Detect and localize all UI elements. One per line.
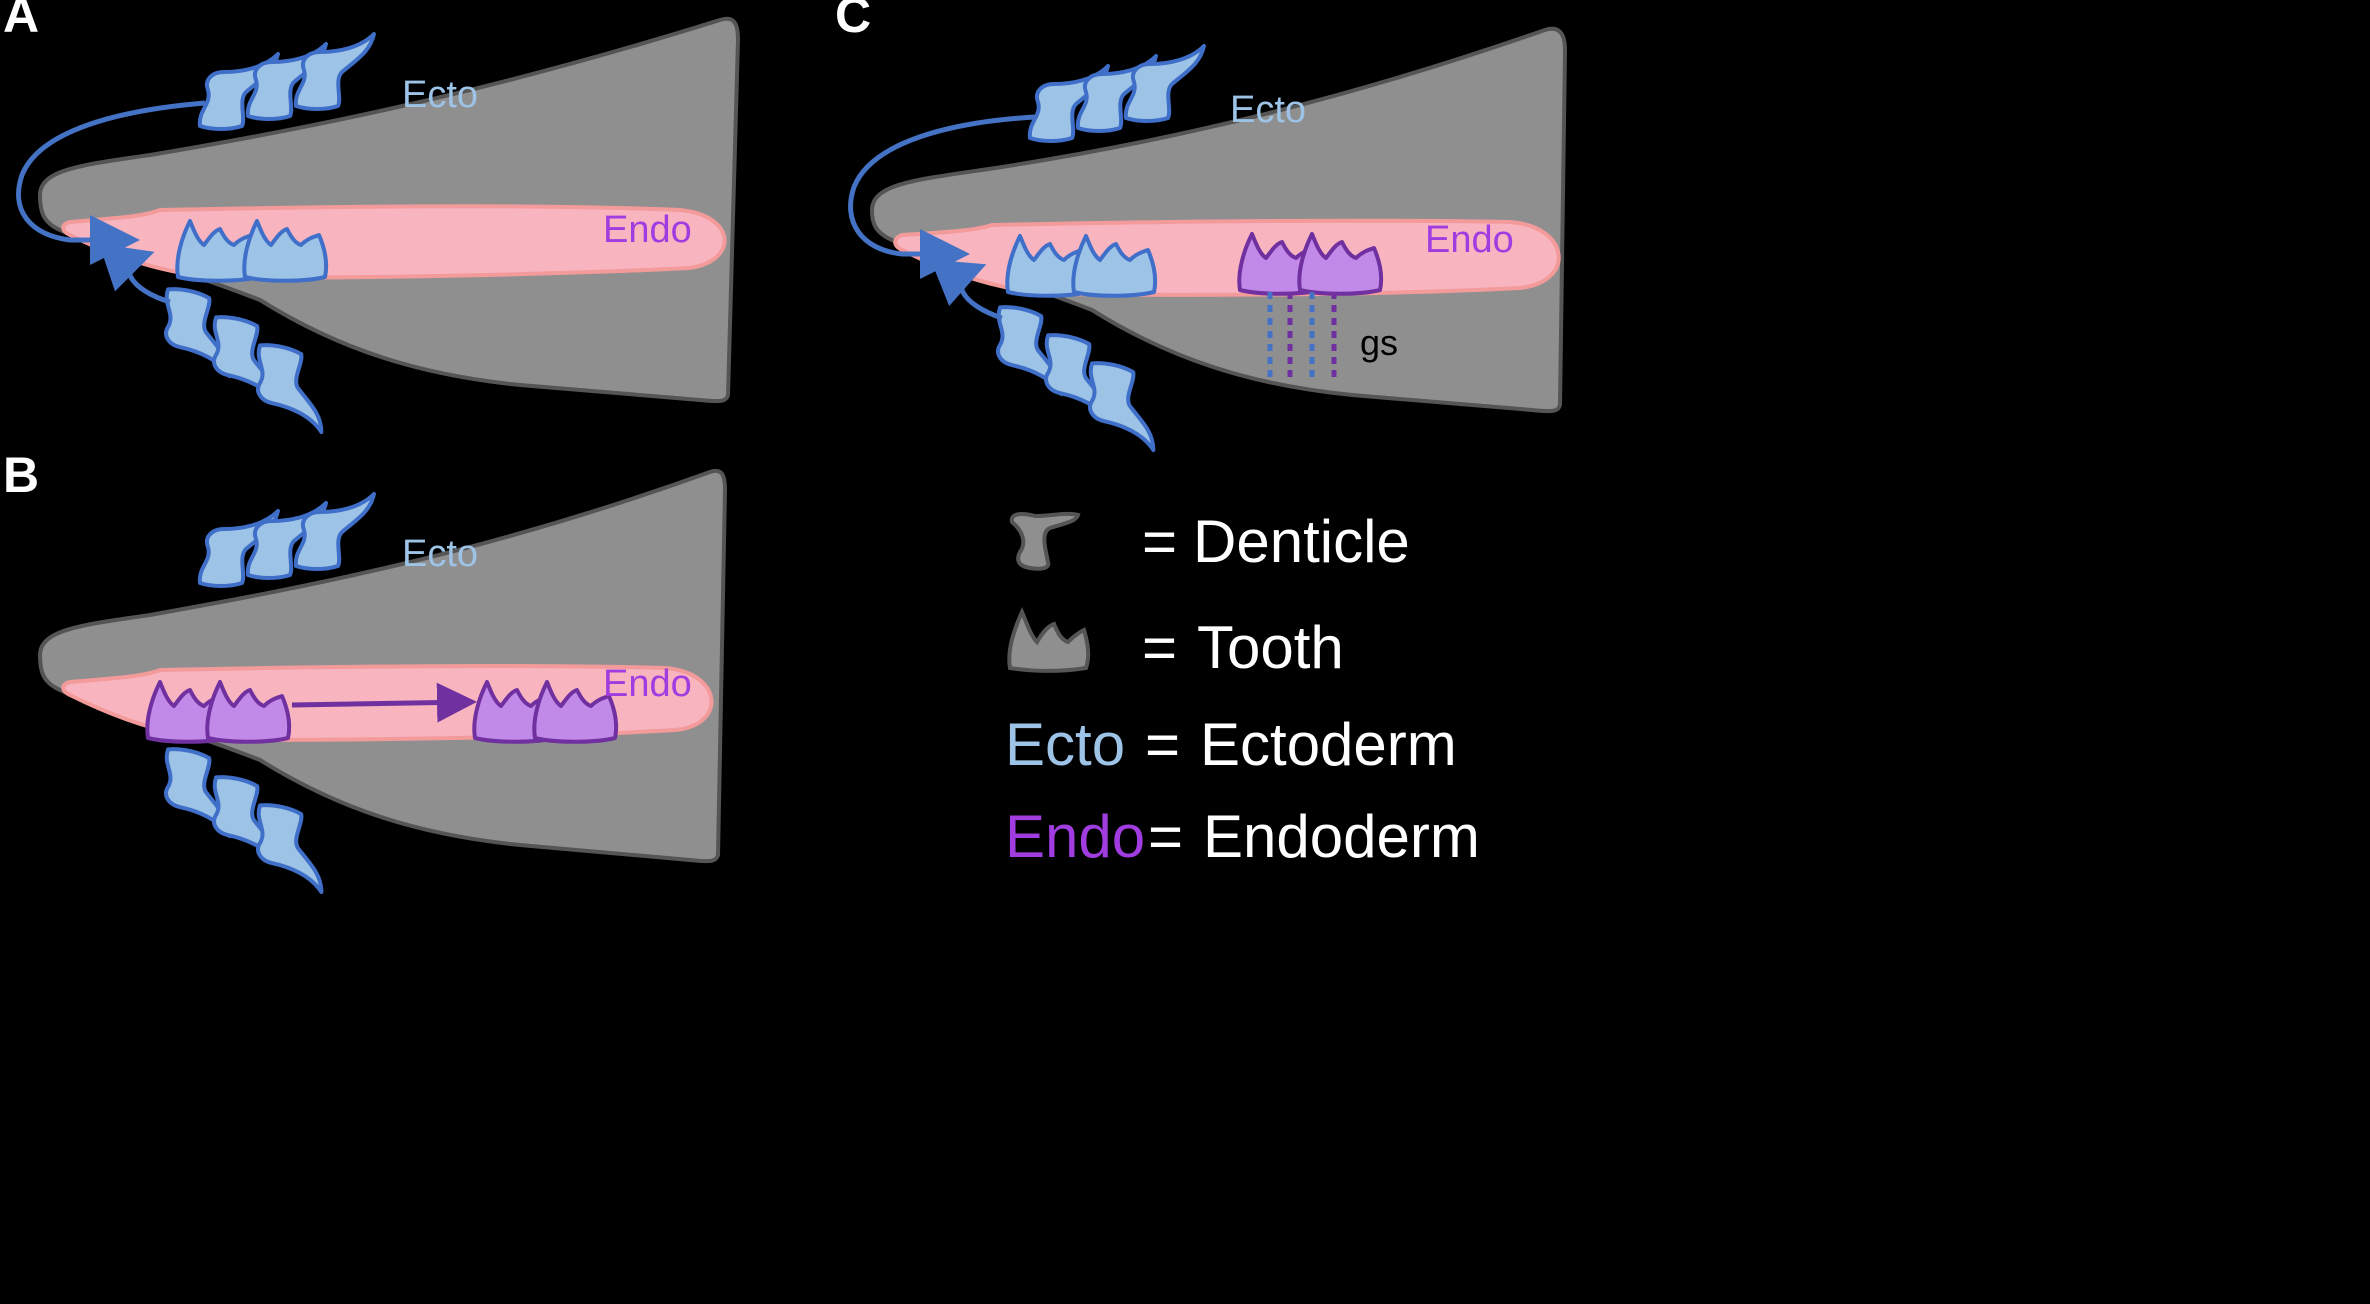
legend-tooth-text: Tooth — [1197, 614, 1344, 681]
legend-endo-text: Endoderm — [1203, 803, 1480, 870]
migration-arrow-b — [291, 682, 477, 723]
legend-ecto-row: Ecto = Ectoderm — [1005, 711, 1457, 778]
legend: = Denticle = Tooth Ecto = Ectoderm Endo … — [1005, 508, 1480, 870]
legend-tooth-row: = Tooth — [1007, 606, 1344, 681]
endo-label-a: Endo — [603, 209, 692, 251]
legend-endo-row: Endo = Endoderm — [1005, 803, 1480, 870]
legend-equals: = — [1148, 803, 1183, 870]
upper-denticles-b — [197, 492, 376, 588]
tooth-icon — [1007, 606, 1091, 673]
denticle-icon — [1009, 511, 1081, 571]
denticle — [1123, 44, 1206, 123]
ecto-arrow-lower-a — [99, 243, 171, 305]
denticle — [242, 340, 339, 435]
panel-a: A Ecto Endo — [3, 0, 741, 435]
ecto-label-c: Ecto — [1230, 89, 1306, 131]
panel-letter-b: B — [3, 447, 39, 503]
legend-denticle-text: Denticle — [1193, 508, 1410, 575]
panel-b: B Ecto Endo — [3, 447, 728, 895]
legend-equals: = — [1142, 508, 1177, 575]
legend-ecto-text: Ectoderm — [1200, 711, 1457, 778]
upper-denticles-c — [1027, 44, 1206, 143]
ecto-arrow-upper-c — [848, 114, 1036, 279]
legend-equals: = — [1142, 614, 1177, 681]
legend-equals: = — [1145, 711, 1180, 778]
legend-endo-key: Endo — [1005, 803, 1145, 870]
endo-label-c: Endo — [1425, 219, 1514, 261]
ecto-arrow-upper-a — [16, 100, 206, 265]
upper-denticles-a — [197, 32, 376, 131]
legend-ecto-key: Ecto — [1005, 711, 1125, 778]
endo-label-b: Endo — [603, 663, 692, 705]
denticle — [242, 800, 339, 895]
ecto-label-b: Ecto — [402, 533, 478, 575]
ecto-label-a: Ecto — [402, 74, 478, 116]
panel-c: C Ecto Endo gs — [835, 0, 1568, 453]
gs-dotted-lines — [1267, 292, 1337, 382]
denticle — [1074, 358, 1171, 453]
gs-label: gs — [1360, 322, 1398, 363]
ecto-arrow-lower-c — [930, 259, 1003, 321]
panel-letter-c: C — [835, 0, 871, 43]
panel-letter-a: A — [3, 0, 39, 43]
denticle — [293, 32, 376, 111]
denticle — [293, 492, 376, 571]
legend-denticle-row: = Denticle — [1009, 508, 1410, 575]
